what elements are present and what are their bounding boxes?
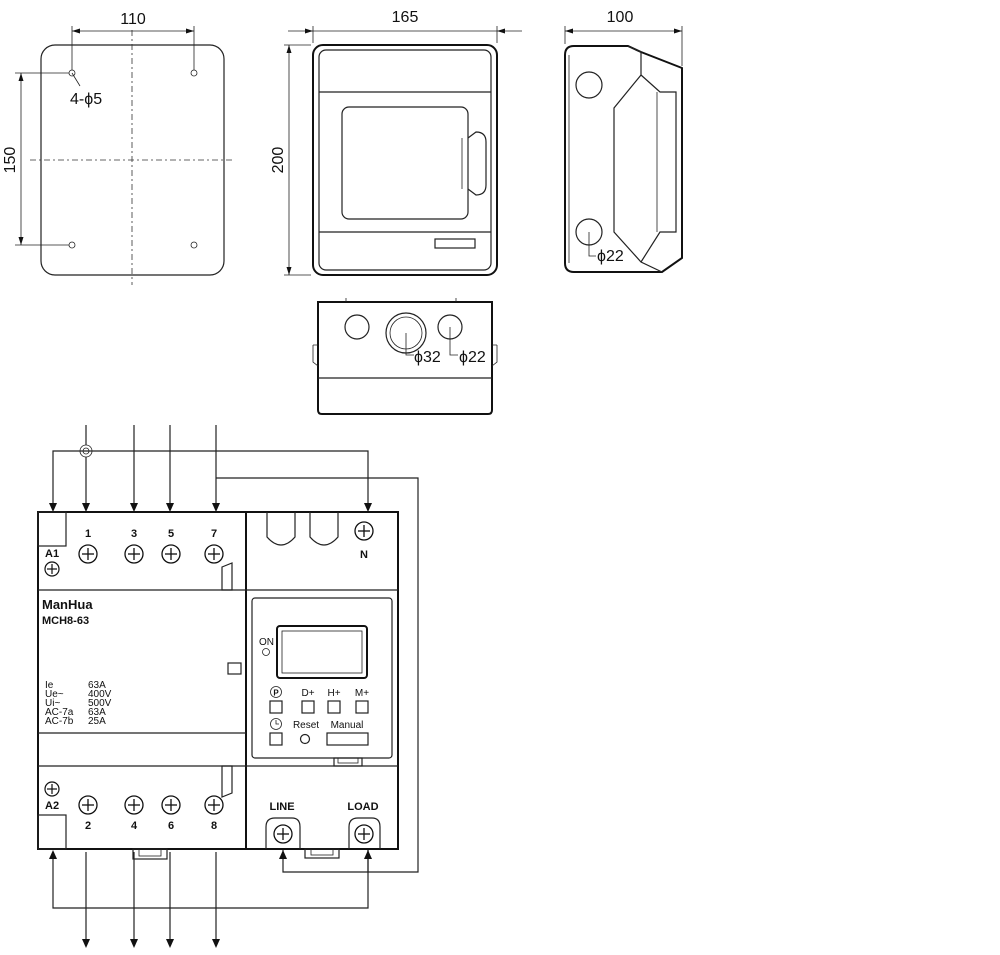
button-label-h: H+ [327, 688, 340, 699]
back-view: 110 150 4-ϕ5 [2, 11, 235, 285]
terminal-label-3: 3 [131, 528, 137, 540]
spec-value: 25A [88, 716, 106, 727]
dimension-110: 110 [120, 11, 146, 28]
terminal-screw-4 [124, 795, 144, 815]
terminal-label-6: 6 [168, 820, 174, 832]
spec-list: Ie 63A Ue~ 400V Ui~ 500V AC-7a 63A AC-7b… [45, 680, 112, 727]
front-label-slot [434, 238, 476, 249]
program-button[interactable] [269, 700, 283, 714]
spec-value: 400V [88, 689, 112, 700]
program-icon [270, 686, 282, 698]
brand-name: ManHua [42, 597, 93, 612]
terminal-screw-6 [161, 795, 181, 815]
terminal-screw-3 [124, 544, 144, 564]
neutral-wire [52, 450, 369, 503]
bottom-view: ϕ32 ϕ22 [312, 298, 498, 415]
spec-key: Ue~ [45, 689, 64, 700]
terminal-screw-a2 [44, 781, 60, 797]
holes-label: 4-ϕ5 [70, 91, 102, 108]
terminal-label-1: 1 [85, 528, 91, 540]
terminal-label-n: N [360, 549, 368, 561]
manual-switch[interactable] [326, 732, 369, 746]
load-label: LOAD [347, 801, 378, 813]
line-label: LINE [269, 801, 294, 813]
front-view-outline [312, 44, 498, 276]
spec-value: 63A [88, 680, 106, 691]
terminal-screw-8 [204, 795, 224, 815]
terminal-label-2: 2 [85, 820, 91, 832]
spec-value: 500V [88, 698, 112, 709]
terminal-label-a2: A2 [45, 800, 59, 812]
dimension-150: 150 [2, 147, 19, 174]
reset-button[interactable] [299, 733, 311, 745]
svg-text:P: P [273, 689, 279, 698]
door-handle [467, 131, 487, 196]
side-hole-top [575, 71, 603, 99]
dimension-200: 200 [270, 147, 287, 174]
minute-button[interactable] [355, 700, 369, 714]
terminal-screw-1 [78, 544, 98, 564]
hour-button[interactable] [327, 700, 341, 714]
bottom-hole-large-label: ϕ32 [414, 349, 441, 366]
button-label-d: D+ [301, 688, 314, 699]
mount-hole [68, 241, 76, 249]
day-button[interactable] [301, 700, 315, 714]
timer-panel [251, 597, 393, 759]
on-label: ON [259, 637, 274, 648]
side-hole-label: ϕ22 [597, 248, 624, 265]
terminal-label-a1: A1 [45, 548, 59, 560]
a2-return-wire [52, 850, 369, 909]
terminal-screw-load [354, 824, 374, 844]
terminal-screw-2 [78, 795, 98, 815]
front-window [341, 106, 469, 220]
bottom-hole-small-left [344, 314, 370, 340]
timer-display [276, 625, 368, 679]
clock-icon [270, 718, 282, 730]
spec-key: Ie [45, 680, 54, 691]
spec-key: AC-7a [45, 707, 74, 718]
spec-value: 63A [88, 707, 106, 718]
terminal-label-4: 4 [131, 820, 138, 832]
spec-key: Ui~ [45, 698, 60, 709]
side-view-outline [564, 45, 683, 273]
terminal-screw-line [273, 824, 293, 844]
side-view: ϕ22 100 [564, 9, 683, 273]
terminal-label-5: 5 [168, 528, 174, 540]
manual-label: Manual [331, 720, 364, 731]
bottom-hole-small-label: ϕ22 [459, 349, 486, 366]
terminal-screw-7 [204, 544, 224, 564]
mount-hole [190, 241, 198, 249]
terminal-screw-5 [161, 544, 181, 564]
terminal-label-8: 8 [211, 820, 217, 832]
terminal-label-7: 7 [211, 528, 217, 540]
reset-label: Reset [293, 720, 319, 731]
front-view: 165 200 [270, 9, 522, 276]
line-load-wire [282, 850, 368, 873]
contactor-device: A1 1 3 5 7 ManHua MCH8-63 Ie 63A Ue~ 400… [37, 511, 399, 860]
spec-key: AC-7b [45, 716, 74, 727]
timer-body [245, 511, 399, 850]
on-indicator [262, 648, 270, 656]
clock-button[interactable] [269, 732, 283, 746]
terminal-screw-n [354, 521, 374, 541]
wiring [49, 425, 419, 948]
mount-hole [190, 69, 198, 77]
dimension-100: 100 [607, 9, 634, 26]
model-number: MCH8-63 [42, 615, 89, 627]
terminal-screw-a1 [44, 561, 60, 577]
button-label-m: M+ [355, 688, 369, 699]
bottom-view-outline [317, 301, 493, 415]
dimension-165: 165 [392, 9, 419, 26]
